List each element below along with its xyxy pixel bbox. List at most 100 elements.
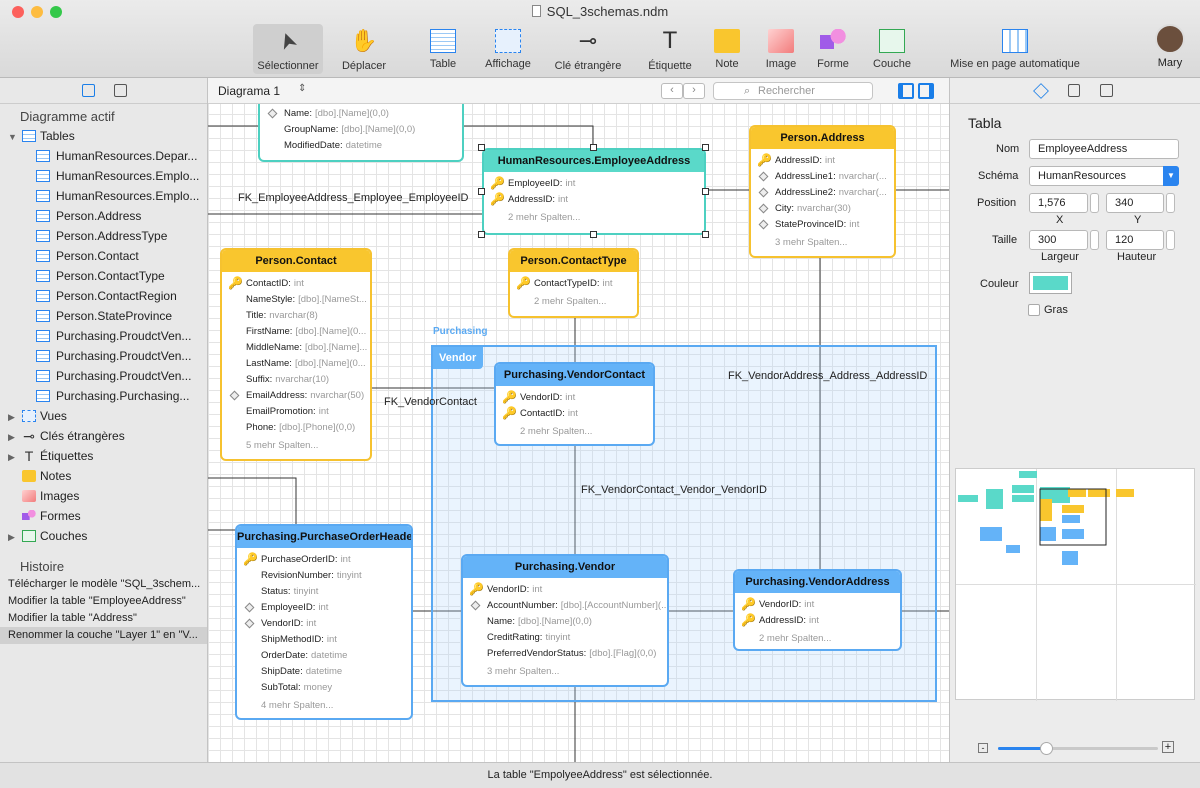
history-item[interactable]: Renommer la couche "Layer 1" en "V... [0,627,207,644]
selection-handle[interactable] [478,231,485,238]
db-field[interactable]: EmailPromotion:int [222,404,370,420]
selection-handle[interactable] [702,144,709,151]
diagram-selector[interactable]: Diagrama 1⇕ [218,83,306,98]
db-field[interactable]: Title:nvarchar(8) [222,308,370,324]
toolbar-layer-button[interactable]: Couche [866,24,918,74]
back-button[interactable]: ‹ [661,83,683,99]
db-field[interactable]: Suffix:nvarchar(10) [222,372,370,388]
db-field[interactable]: 🔑VendorID:int [735,597,900,613]
toolbar-image-button[interactable]: Image [758,24,804,74]
sidebar-table-item[interactable]: HumanResources.Depar... [0,146,207,166]
db-field[interactable]: 🔑AddressID:int [484,192,704,208]
tree-group-item[interactable]: ▶Vues [0,406,207,426]
db-field[interactable]: 🔑ContactTypeID:int [510,276,637,292]
sidebar-table-item[interactable]: Purchasing.ProudctVen... [0,346,207,366]
close-button[interactable] [12,6,24,18]
sidebar-table-item[interactable]: Purchasing.ProudctVen... [0,326,207,346]
selection-handle[interactable] [702,187,709,195]
disclosure-open-icon[interactable]: ▼ [8,132,17,142]
disclosure-closed-icon[interactable]: ▶ [8,432,15,442]
tree-group-item[interactable]: Notes [0,466,207,486]
sidebar-table-item[interactable]: Person.ContactRegion [0,286,207,306]
schema-select[interactable]: HumanResources▼ [1029,166,1179,186]
tree-group-item[interactable]: ▶⊸Clés étrangères [0,426,207,446]
db-field[interactable]: Status:tinyint [237,584,411,600]
diagram-canvas[interactable]: Diagrama 1⇕ ‹ › ⌕Rechercher Purchasing V… [208,78,949,762]
db-table[interactable]: HumanResources.EmployeeAddress🔑EmployeeI… [482,148,706,235]
db-field[interactable]: LastName:[dbo].[Name](0... [222,356,370,372]
sidebar-table-item[interactable]: Person.Contact [0,246,207,266]
sidebar-table-item[interactable]: Person.StateProvince [0,306,207,326]
db-field[interactable]: AddressLine2:nvarchar(... [751,185,894,201]
db-field[interactable]: VendorID:int [237,616,411,632]
db-field[interactable]: 🔑VendorID:int [496,390,653,406]
history-item[interactable]: Télécharger le modèle "SQL_3schem... [8,578,201,590]
db-more-columns[interactable]: 2 mehr Spalten... [534,296,607,307]
relation-label[interactable]: FK_VendorContact_Vendor_VendorID [581,484,767,496]
relation-label[interactable]: FK_EmployeeAddress_Employee_EmployeeID [238,192,469,204]
db-field[interactable]: 🔑EmployeeID:int [484,176,704,192]
zoom-in-icon[interactable]: + [1162,741,1174,753]
history-item[interactable]: Modifier la table "Address" [8,612,137,624]
db-field[interactable]: EmailAddress:nvarchar(50) [222,388,370,404]
db-table[interactable]: Purchasing.PurchaseOrderHeader🔑PurchaseO… [235,524,413,720]
db-field[interactable]: RevisionNumber:tinyint [237,568,411,584]
db-field[interactable]: MiddleName:[dbo].[Name]... [222,340,370,356]
sidebar-table-item[interactable]: Person.Address [0,206,207,226]
height-field[interactable]: 120 [1106,230,1164,250]
tab-model-icon[interactable] [1068,84,1080,97]
sidebar-table-item[interactable]: Person.ContactType [0,266,207,286]
zoom-slider[interactable] [998,742,1158,755]
bold-checkbox[interactable] [1028,304,1040,316]
db-field[interactable]: 🔑AddressID:int [735,613,900,629]
tree-group-item[interactable]: Formes [0,506,207,526]
navigator-minimap[interactable] [955,468,1196,701]
db-field[interactable]: 🔑ContactID:int [496,406,653,422]
name-field[interactable]: EmployeeAddress [1029,139,1179,159]
disclosure-closed-icon[interactable]: ▶ [8,412,15,422]
toolbar-note-button[interactable]: Note [708,24,746,74]
position-x-field[interactable]: 1,576 [1029,193,1088,213]
toolbar-foreign-key-button[interactable]: ⊸Clé étrangère [550,24,626,74]
color-well[interactable] [1029,272,1072,294]
stepper-x[interactable] [1090,193,1099,213]
relation-label[interactable]: FK_VendorContact [384,396,477,408]
stepper-width[interactable] [1090,230,1099,250]
tab-model-icon[interactable] [114,84,127,97]
db-table[interactable]: Purchasing.VendorContact🔑VendorID:int🔑Co… [494,362,655,446]
forward-button[interactable]: › [683,83,705,99]
db-field[interactable]: SubTotal:money [237,680,411,696]
position-y-field[interactable]: 340 [1106,193,1164,213]
db-field[interactable]: ModifiedDate:datetime [260,138,462,154]
db-more-columns[interactable]: 2 mehr Spalten... [508,212,581,223]
db-field[interactable]: 🔑PurchaseOrderID:int [237,552,411,568]
db-more-columns[interactable]: 2 mehr Spalten... [520,426,593,437]
db-field[interactable]: ShipDate:datetime [237,664,411,680]
db-field[interactable]: PreferredVendorStatus:[dbo].[Flag](0,0) [463,646,667,662]
zoom-out-icon[interactable]: - [978,743,988,753]
left-panel-toggle[interactable] [898,83,914,99]
disclosure-closed-icon[interactable]: ▶ [8,452,15,462]
zoom-button[interactable] [50,6,62,18]
tree-group-item[interactable]: Images [0,486,207,506]
disclosure-closed-icon[interactable]: ▶ [8,532,15,542]
stepper-y[interactable] [1166,193,1175,213]
toolbar-shape-button[interactable]: Forme [810,24,856,74]
db-table[interactable]: Name:[dbo].[Name](0,0)GroupName:[dbo].[N… [258,104,464,162]
sidebar-table-item[interactable]: Purchasing.ProudctVen... [0,366,207,386]
cube-icon[interactable] [1033,83,1049,99]
sidebar-table-item[interactable]: Purchasing.Purchasing... [0,386,207,406]
sidebar-table-item[interactable]: HumanResources.Emplo... [0,186,207,206]
tab-layout-icon[interactable] [1100,84,1113,97]
db-field[interactable]: 🔑ContactID:int [222,276,370,292]
toolbar-view-button[interactable]: Affichage [480,24,536,74]
db-more-columns[interactable]: 3 mehr Spalten... [487,666,560,677]
toolbar-move-button[interactable]: ✋Déplacer [333,24,395,74]
db-field[interactable]: Phone:[dbo].[Phone](0,0) [222,420,370,436]
selection-handle[interactable] [478,144,485,151]
db-field[interactable]: GroupName:[dbo].[Name](0,0) [260,122,462,138]
